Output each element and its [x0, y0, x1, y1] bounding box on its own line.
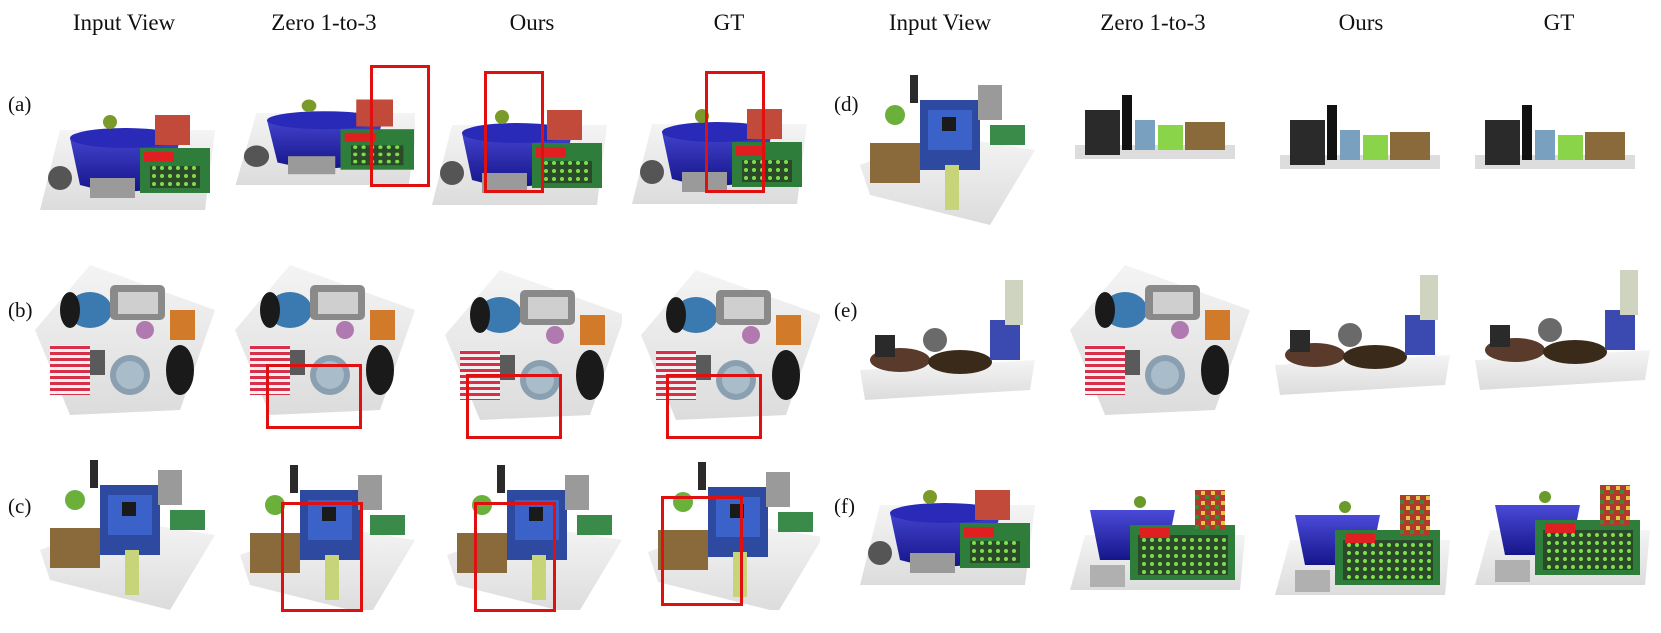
image-d-zero123 — [1060, 60, 1250, 230]
image-f-gt — [1465, 440, 1655, 610]
image-d-input-view — [850, 60, 1040, 230]
image-f-input-view — [850, 440, 1040, 610]
highlight-box-a-ours — [484, 71, 544, 193]
image-b-input-view — [30, 250, 220, 420]
row-label-b: (b) — [8, 298, 33, 322]
image-d-gt — [1465, 60, 1655, 230]
image-e-zero123 — [1060, 250, 1250, 420]
column-header-input-view-right: Input View — [888, 10, 992, 35]
column-header-input-view-left: Input View — [72, 10, 176, 35]
highlight-box-b-ours — [466, 374, 562, 439]
column-header-zero123-right: Zero 1-to-3 — [1100, 10, 1206, 35]
image-e-input-view — [850, 250, 1040, 420]
column-header-ours-right: Ours — [1338, 10, 1384, 35]
highlight-box-c-ours — [474, 502, 556, 612]
column-header-ours-left: Ours — [509, 10, 555, 35]
image-c-input-view — [30, 440, 220, 610]
row-label-d: (d) — [834, 92, 859, 116]
row-label-f: (f) — [834, 494, 855, 518]
image-f-ours — [1265, 440, 1455, 610]
highlight-box-a-gt — [705, 71, 765, 193]
column-header-gt-right: GT — [1543, 10, 1575, 35]
highlight-box-b-gt — [666, 374, 762, 439]
row-label-c: (c) — [8, 494, 32, 518]
highlight-box-c-zero123 — [281, 502, 363, 612]
column-header-gt-left: GT — [713, 10, 745, 35]
image-e-gt — [1465, 250, 1655, 420]
row-label-e: (e) — [834, 298, 858, 322]
highlight-box-a-zero123 — [370, 65, 430, 187]
image-a-input-view — [30, 60, 220, 230]
image-e-ours — [1265, 250, 1455, 420]
image-f-zero123 — [1060, 440, 1250, 610]
row-label-a: (a) — [8, 92, 32, 116]
highlight-box-b-zero123 — [266, 364, 362, 429]
column-header-zero123-left: Zero 1-to-3 — [271, 10, 377, 35]
image-d-ours — [1265, 60, 1455, 230]
highlight-box-c-gt — [661, 496, 743, 606]
